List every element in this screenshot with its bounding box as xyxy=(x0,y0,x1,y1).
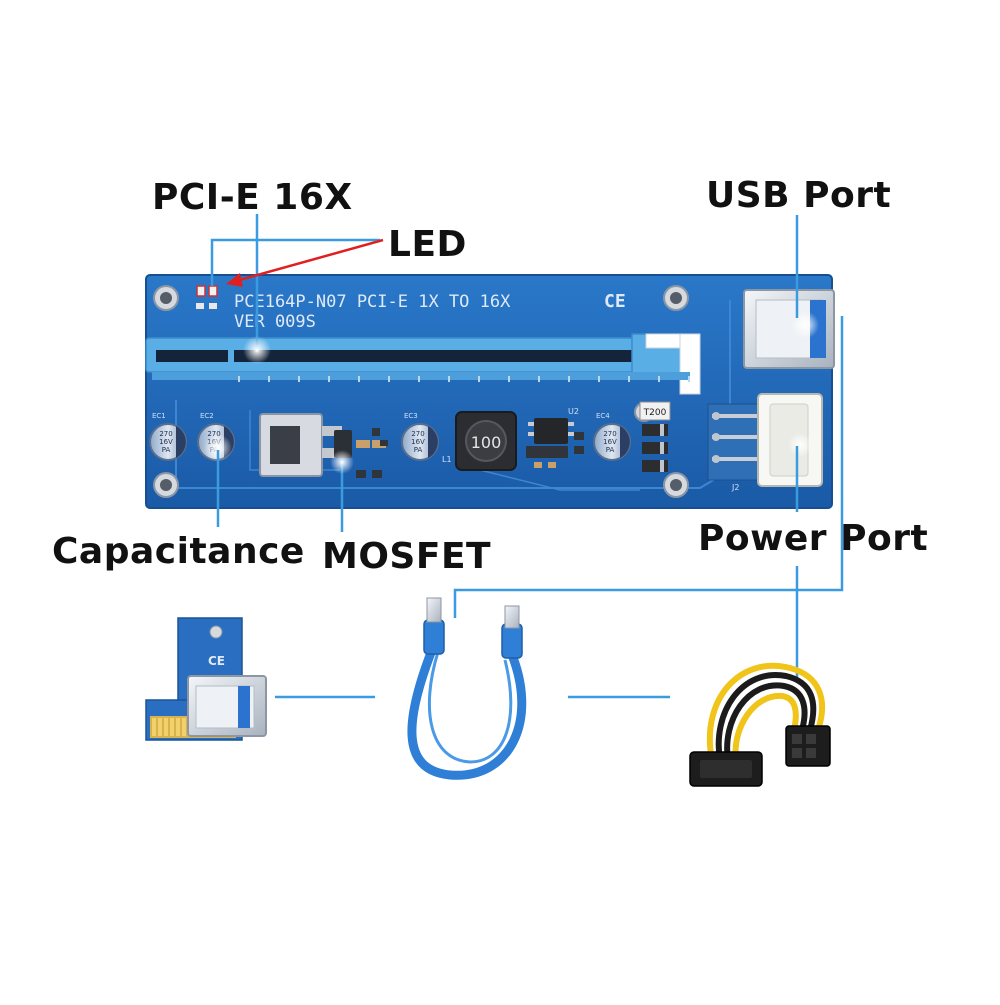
mounting-hole xyxy=(153,285,179,311)
silkscreen-version: VER 009S xyxy=(234,312,316,332)
inductor-value: 100 xyxy=(471,433,502,452)
led xyxy=(196,285,218,309)
capacitor-text: PA xyxy=(606,446,615,454)
slot-tick xyxy=(388,376,390,382)
slot-tick xyxy=(688,376,690,382)
capacitor-text: 16V xyxy=(159,438,173,446)
usb-port-label: USB Port xyxy=(706,175,892,216)
capacitor-text: 270 xyxy=(411,430,424,438)
pcie-highlight xyxy=(243,336,271,364)
pcie-16x-label: PCI-E 16X xyxy=(152,177,353,218)
inductor-ref: L1 xyxy=(442,455,452,464)
slot-tick-marks xyxy=(238,376,690,382)
slot-tick xyxy=(418,376,420,382)
capacitor-text: 270 xyxy=(159,430,172,438)
slot-tick xyxy=(358,376,360,382)
inductor: 100 L1 xyxy=(442,411,517,471)
riser-board: PCE164P-N07 PCI-E 1X TO 16X CE VER 009S xyxy=(145,274,835,509)
power-port-label: Power Port xyxy=(698,518,929,559)
gold-finger xyxy=(152,718,156,736)
slot-tick xyxy=(508,376,510,382)
capacitor-text: PA xyxy=(162,446,171,454)
connector-ref: J2 xyxy=(731,483,739,492)
power-cable xyxy=(689,662,831,787)
gold-finger xyxy=(170,718,174,736)
capacitor-text: 270 xyxy=(603,430,616,438)
slot-tick xyxy=(628,376,630,382)
capacitance-highlight xyxy=(204,434,232,462)
slot-tick xyxy=(268,376,270,382)
slot-tick xyxy=(538,376,540,382)
slot-tick xyxy=(478,376,480,382)
slot-tick xyxy=(658,376,660,382)
capacitor-ref: EC4 xyxy=(596,412,610,420)
mounting-hole xyxy=(663,285,689,311)
mosfet-regulator xyxy=(259,413,352,477)
slot-tick xyxy=(568,376,570,382)
led-label: LED xyxy=(388,224,467,265)
capacitor-ref: EC1 xyxy=(152,412,166,420)
fuse-and-diodes: T200 xyxy=(639,401,671,472)
pcie-16x-slot xyxy=(145,333,701,395)
gold-finger xyxy=(164,718,168,736)
led-arrow xyxy=(226,238,384,287)
led-callout-line xyxy=(210,238,380,286)
slot-tick xyxy=(328,376,330,382)
usb-port xyxy=(743,289,835,369)
gold-finger xyxy=(176,718,180,736)
slot-tick xyxy=(598,376,600,382)
capacitor-text: 16V xyxy=(411,438,425,446)
mounting-hole xyxy=(153,472,179,498)
power-connector: J2 xyxy=(707,393,823,492)
capacitor-ref: EC2 xyxy=(200,412,214,420)
gold-finger xyxy=(158,718,162,736)
capacitor-ref: EC3 xyxy=(404,412,418,420)
ic-chip: U2 xyxy=(528,407,579,444)
mosfet-highlight xyxy=(330,450,354,474)
pcb-trace xyxy=(479,469,640,491)
usb-cable-callout-line xyxy=(453,316,844,618)
usb-cable xyxy=(407,597,527,780)
chip-ref: U2 xyxy=(568,407,579,416)
capacitor-text: PA xyxy=(414,446,423,454)
board-ce-mark: CE xyxy=(604,291,626,312)
capacitor-text: 270 xyxy=(207,430,220,438)
pcie-1x-adapter: CE xyxy=(145,617,267,741)
smd-components xyxy=(356,428,584,478)
slot-tick xyxy=(298,376,300,382)
mosfet-label: MOSFET xyxy=(322,536,492,577)
silkscreen-model: PCE164P-N07 PCI-E 1X TO 16X xyxy=(234,292,511,312)
mounting-hole xyxy=(663,472,689,498)
capacitance-label: Capacitance xyxy=(52,531,305,572)
slot-tick xyxy=(238,376,240,382)
capacitors: 27016VPAEC127016VPAEC227016VPAEC327016VP… xyxy=(149,412,631,462)
fuse-label: T200 xyxy=(643,408,667,418)
gold-finger xyxy=(182,718,186,736)
capacitor-text: 16V xyxy=(603,438,617,446)
slot-tick xyxy=(448,376,450,382)
adapter-ce-mark: CE xyxy=(208,654,225,668)
